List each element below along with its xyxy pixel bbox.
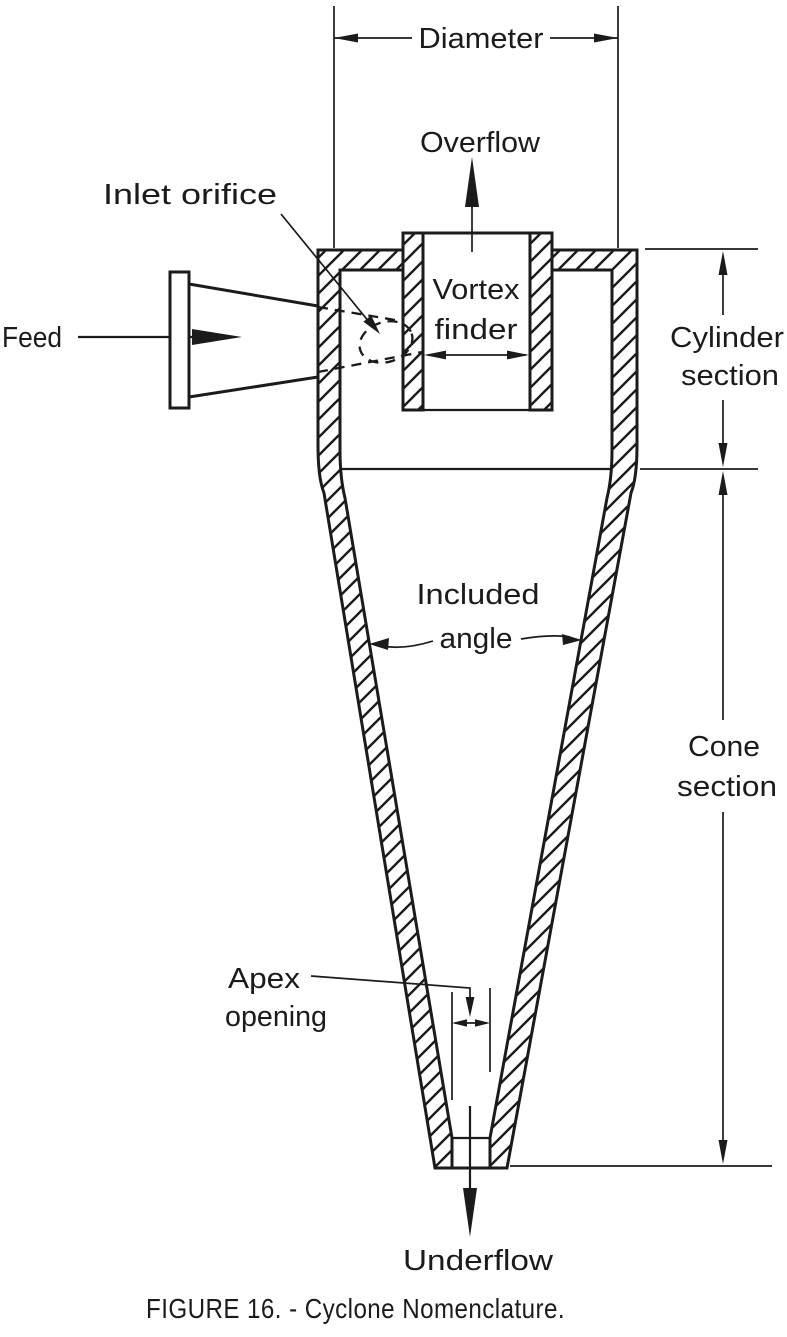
cone-dim-arrowhead-down: [718, 1140, 728, 1164]
apex-opening-leader-arrowhead: [465, 997, 475, 1017]
apex-opening-label-line2: opening: [225, 1001, 327, 1033]
cone-section-label-line1: Cone: [688, 731, 760, 763]
cone-section-label-line2: section: [677, 771, 777, 803]
included-angle-label-line1: Included: [417, 579, 540, 611]
feed-flange: [168, 270, 191, 410]
diameter-arrowhead-right: [594, 33, 618, 43]
vortex-finder-label-line2: finder: [435, 314, 518, 346]
included-angle-annotation: Included angle: [369, 579, 582, 655]
cyclone-left-wall: [316, 248, 454, 1170]
cylinder-dim-arrowhead-down: [718, 443, 728, 467]
included-angle-arrowhead-left: [369, 638, 389, 650]
vortex-finder-annotation: Vortex finder: [424, 274, 529, 360]
vortex-finder-left-wall: [401, 231, 425, 412]
apex-dim-arrowhead-left: [452, 1019, 467, 1027]
overflow-label: Overflow: [420, 127, 541, 159]
feed-cone-bottom-line: [188, 375, 319, 399]
inlet-orifice-label: Inlet orifice: [103, 179, 277, 211]
apex-opening-label-line1: Apex: [228, 963, 301, 995]
inlet-orifice-dashed-top: [317, 305, 402, 323]
apex-opening-annotation: Apex opening: [225, 963, 491, 1100]
cylinder-section-label-line2: section: [681, 360, 779, 392]
feed-arrow-head: [192, 329, 242, 345]
feed-assembly: Feed: [2, 270, 319, 410]
apex-opening-leader: [310, 975, 471, 1012]
cone-section-dimension: Cone section: [510, 471, 777, 1167]
vortex-finder-label-line1: Vortex: [433, 274, 521, 306]
inlet-orifice-ellipse: [358, 320, 414, 364]
figure-caption: FIGURE 16. - Cyclone Nomenclature.: [146, 1293, 565, 1324]
cone-dim-arrowhead-up: [718, 471, 728, 495]
feed-cone-top-line: [188, 282, 319, 308]
overflow-arrow-head: [465, 157, 479, 207]
diameter-label: Diameter: [419, 23, 544, 55]
cylinder-dim-arrowhead-up: [718, 251, 728, 275]
included-angle-label-line2: angle: [440, 623, 513, 655]
cyclone-right-wall: [488, 248, 639, 1170]
underflow-annotation: Underflow: [403, 1106, 554, 1277]
underflow-arrow-head: [463, 1188, 477, 1237]
diameter-arrowhead-left: [334, 33, 358, 43]
inlet-orifice-leader: [280, 213, 375, 329]
vortex-finder-arrowhead-right: [507, 350, 529, 360]
cylinder-section-dimension: Cylinder section: [640, 248, 784, 470]
underflow-label: Underflow: [403, 1245, 554, 1277]
inlet-orifice-dashed-bottom: [317, 350, 423, 374]
inlet-orifice-annotation: Inlet orifice: [103, 179, 423, 374]
inlet-orifice-leader-arrowhead: [363, 315, 380, 334]
cylinder-section-label-line1: Cylinder: [670, 322, 784, 354]
apex-dim-arrowhead-right: [475, 1019, 490, 1027]
feed-label: Feed: [2, 322, 62, 354]
overflow-annotation: Overflow: [420, 127, 541, 252]
cyclone-body: [316, 231, 639, 1170]
diameter-dimension: Diameter: [333, 6, 619, 248]
vortex-finder-arrowhead-left: [424, 350, 446, 360]
included-angle-arrowhead-right: [562, 634, 582, 645]
vortex-finder-right-wall: [528, 231, 554, 412]
included-angle-leader-left: [381, 640, 434, 649]
